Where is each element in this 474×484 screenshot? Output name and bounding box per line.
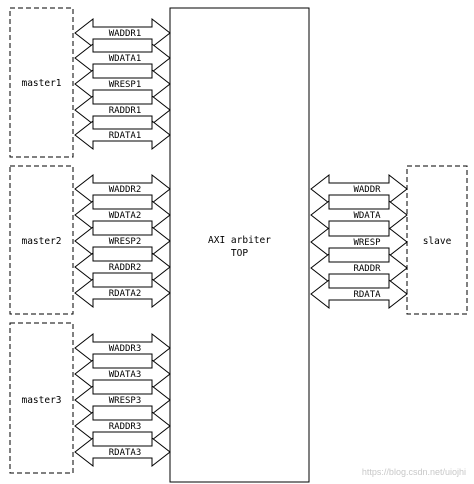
slave-block (406, 165, 468, 315)
signal-label: WADDR (353, 185, 381, 195)
bus-arrow (74, 119, 171, 151)
signal-label: WRESP (353, 238, 381, 248)
signal-label: WRESP2 (109, 237, 142, 247)
master1-arrows: WADDR1 WDATA1 WRESP1 RADDR1 RDATA1 (74, 17, 171, 151)
signal-label: WADDR3 (109, 344, 142, 354)
axi-arbiter-top-label: TOP (231, 248, 248, 259)
signal-label: WRESP3 (109, 396, 142, 406)
bus-arrow (74, 332, 171, 364)
signal-label: RDATA3 (109, 448, 142, 458)
master3-label: master3 (21, 395, 61, 406)
signal-label: RDATA1 (109, 131, 142, 141)
master1-label: master1 (21, 78, 61, 89)
signal-label: WDATA (353, 211, 381, 221)
signal-label: WDATA3 (109, 370, 142, 380)
bus-arrow (310, 173, 408, 205)
slave-arrows: WADDR WDATA WRESP RADDR RDATA (310, 173, 408, 310)
signal-label: RADDR1 (109, 106, 142, 116)
bus-arrow (74, 42, 171, 74)
master2-block (9, 165, 74, 315)
axi-arbiter-block (169, 7, 310, 483)
signal-label: WADDR2 (109, 185, 142, 195)
bus-arrow (74, 436, 171, 468)
slave-label: slave (423, 236, 452, 247)
signal-label: RDATA (353, 290, 381, 300)
bus-arrow (74, 17, 171, 49)
bus-arrow (74, 410, 171, 442)
bus-arrow (74, 173, 171, 205)
bus-arrow (74, 277, 171, 309)
bus-arrow (310, 199, 408, 231)
bus-arrow (74, 68, 171, 100)
signal-label: WDATA2 (109, 211, 142, 221)
bus-arrow (74, 199, 171, 231)
bus-arrow (310, 278, 408, 310)
bus-arrow (310, 226, 408, 258)
axi-arbiter-label: AXI arbiter (208, 235, 271, 246)
signal-label: RDATA2 (109, 289, 142, 299)
bus-arrow (74, 251, 171, 283)
master1-block (9, 7, 74, 158)
bus-arrow (310, 252, 408, 284)
bus-arrow (74, 384, 171, 416)
master2-arrows: WADDR2 WDATA2 WRESP2 RADDR2 RDATA2 (74, 173, 171, 309)
signal-label: RADDR3 (109, 422, 142, 432)
signal-label: WRESP1 (109, 80, 142, 90)
bus-arrow (74, 94, 171, 126)
watermark: https://blog.csdn.net/uiojhi (362, 467, 466, 477)
master2-label: master2 (21, 236, 61, 247)
master3-block (9, 322, 74, 474)
signal-label: RADDR (353, 264, 381, 274)
master3-arrows: WADDR3 WDATA3 WRESP3 RADDR3 RDATA3 (74, 332, 171, 468)
signal-label: WADDR1 (109, 29, 142, 39)
signal-label: RADDR2 (109, 263, 142, 273)
bus-arrow (74, 358, 171, 390)
signal-label: WDATA1 (109, 54, 142, 64)
bus-arrow (74, 225, 171, 257)
